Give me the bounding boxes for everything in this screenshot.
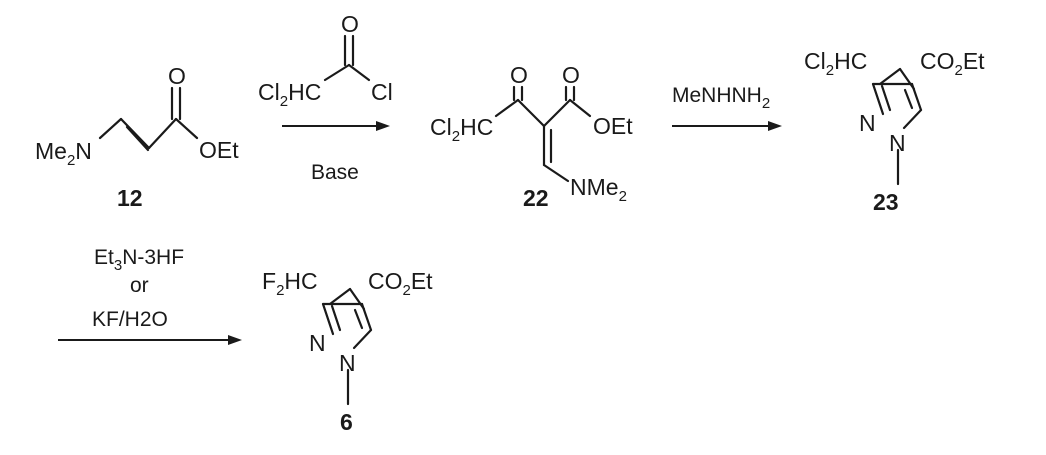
acyl-chloride-chlorine: Cl <box>371 79 393 105</box>
compound-6-ring-nitrogen-1: N <box>339 350 356 376</box>
compound-22: Cl2HC O O OEt NMe2 22 <box>430 62 633 211</box>
dichloroacetyl-chloride: Cl2HC O Cl <box>258 11 393 110</box>
compound-6-bonds <box>321 287 373 406</box>
reaction-arrow-1: Base <box>282 121 390 184</box>
compound-23-label: 23 <box>873 189 899 215</box>
compound-23-ring-nitrogen-2: N <box>859 110 876 136</box>
arrow-3-reagent-line-2: or <box>130 274 149 297</box>
acyl-chloride-bonds <box>323 34 371 82</box>
compound-22-ester: OEt <box>593 113 633 139</box>
compound-6: F2HC CO2Et N N 6 <box>262 268 433 435</box>
compound-12-label: 12 <box>117 185 143 211</box>
compound-12-bonds <box>98 86 199 152</box>
compound-6-ring-nitrogen-2: N <box>309 330 326 356</box>
compound-6-ethyl-ester: CO2Et <box>368 268 433 299</box>
reaction-arrow-3: Et3N-3HF or KF/H2O <box>58 246 242 345</box>
compound-6-f2hc: F2HC <box>262 268 318 299</box>
compound-22-dimethylamino: NMe2 <box>570 174 627 205</box>
arrow-2-reagent-methylhydrazine: MeNHNH2 <box>672 84 770 112</box>
compound-22-cl2hc: Cl2HC <box>430 114 493 145</box>
compound-22-ketone-oxygen: O <box>510 62 528 88</box>
arrow-3-reagent-line-3: KF/H2O <box>92 308 168 331</box>
compound-22-bonds <box>494 85 592 183</box>
reaction-arrow-2: MeNHNH2 <box>672 84 782 131</box>
compound-23-ethyl-ester: CO2Et <box>920 48 985 79</box>
compound-23-bonds <box>871 67 923 186</box>
acyl-chloride-cl2hc: Cl2HC <box>258 79 321 110</box>
compound-12: Me2N O OEt 12 <box>35 63 239 211</box>
compound-23: Cl2HC CO2Et N N 23 <box>804 48 985 215</box>
compound-22-ester-oxygen: O <box>562 62 580 88</box>
acyl-chloride-oxygen: O <box>341 11 359 37</box>
arrow-3-reagent-line-1: Et3N-3HF <box>94 246 184 274</box>
compound-12-carbonyl-oxygen: O <box>168 63 186 89</box>
compound-23-cl2hc: Cl2HC <box>804 48 867 79</box>
compound-12-amine: Me2N <box>35 138 92 169</box>
compound-12-ester: OEt <box>199 137 239 163</box>
compound-23-ring-nitrogen-1: N <box>889 130 906 156</box>
arrow-1-reagent-base: Base <box>311 161 359 184</box>
compound-22-label: 22 <box>523 185 549 211</box>
compound-6-label: 6 <box>340 409 353 435</box>
